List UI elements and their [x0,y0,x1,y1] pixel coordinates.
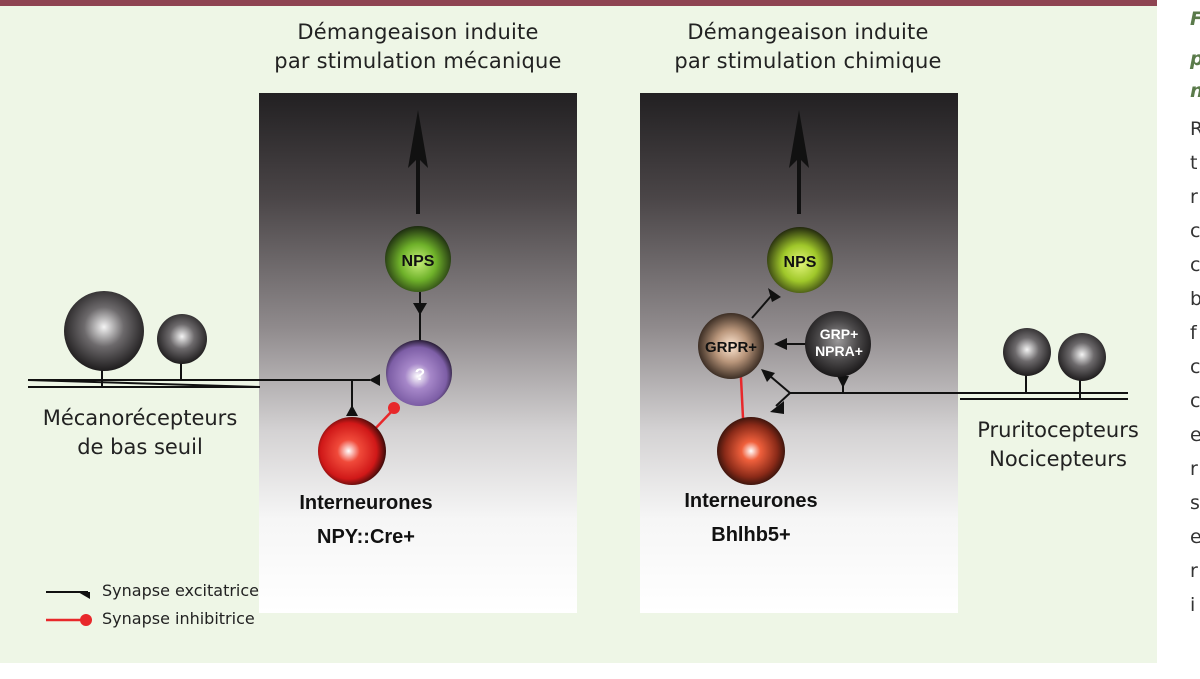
title-line-2: par stimulation chimique [674,49,942,73]
side-caption-line: i [1190,594,1196,616]
side-caption-line: c [1190,390,1200,412]
grp-label: GRP+ [820,326,859,342]
output-arrow-head [408,110,428,168]
output-arrow-head [789,110,809,168]
unknown-neuron [386,340,452,406]
pruritoceptor-label: Pruritocepteurs Nocicepteurs [958,416,1158,474]
side-caption-line: e [1190,424,1200,446]
grp-npra-neuron [805,311,871,377]
pruritoceptor-afferents [1003,328,1106,399]
inhibitory-synapse-icon [80,614,92,626]
label-line-2: Nocicepteurs [989,447,1127,471]
side-caption-line: n [1190,80,1200,102]
excitatory-synapse-icon [346,405,358,416]
label-line-2: NPY::Cre+ [317,526,415,548]
title-line-2: par stimulation mécanique [274,49,562,73]
legend-inhibitory-label: Synapse inhibitrice [102,609,255,628]
small-mechanoreceptor-soma [157,314,207,364]
excitatory-synapse-icon [413,303,427,315]
excitatory-synapse-icon [369,374,380,386]
npy-interneuron-label: Interneurones NPY::Cre+ [266,486,466,554]
excitatory-synapse-icon [837,376,849,388]
excitatory-synapse-icon [774,338,787,350]
label-line-1: Interneurones [299,492,433,514]
excitatory-synapse-icon [761,369,775,382]
excitatory-synapse-icon [78,585,90,599]
grpr-label: GRPR+ [705,339,757,356]
side-caption-line: r [1190,560,1198,582]
nps-label: NPS [402,253,435,270]
mechanical-itch-title: Démangeaison induite par stimulation méc… [238,18,598,76]
npy-cre-interneuron [318,417,386,485]
side-caption-line: c [1190,254,1200,276]
bhlhb5-interneuron-label: Interneurones Bhlhb5+ [666,484,836,552]
mechanoreceptor-label: Mécanorécepteurs de bas seuil [20,404,260,462]
label-line-1: Mécanorécepteurs [42,406,238,430]
side-caption-line: b [1190,288,1200,310]
inhibitory-synapse-icon [388,402,400,414]
afferent-fiber-lower [27,379,261,388]
chemical-pathway: NPS GRPR+ GRP+ NPRA+ [698,110,1128,485]
large-mechanoreceptor-soma [64,291,144,371]
chemical-itch-title: Démangeaison induite par stimulation chi… [628,18,988,76]
nps-neuron [385,226,451,292]
side-caption-line: c [1190,356,1200,378]
grpr-neuron [698,313,764,379]
pruritoceptor-soma [1003,328,1051,376]
bhlhb5-interneuron [717,417,785,485]
excitatory-synapse-icon [770,401,784,414]
label-line-1: Interneurones [684,490,818,512]
mechanical-pathway: NPS ? [318,110,452,485]
connector [751,294,773,319]
side-caption-line: t [1190,152,1198,174]
legend [46,585,92,626]
label-line-2: Bhlhb5+ [711,524,791,546]
side-caption-line: f [1190,322,1197,344]
side-caption-line: c [1190,220,1200,242]
unknown-label: ? [415,365,425,384]
connector [775,392,791,407]
title-line-1: Démangeaison induite [297,20,539,44]
nps-label: NPS [784,254,817,271]
connector [769,375,791,394]
side-caption-line: r [1190,458,1198,480]
excitatory-synapse-icon [768,288,781,302]
side-caption-line: p [1190,48,1200,70]
side-caption-line: s [1190,492,1200,514]
legend-excitatory-label: Synapse excitatrice [102,581,259,600]
nps-neuron [767,227,833,293]
title-line-1: Démangeaison induite [687,20,929,44]
npra-label: NPRA+ [815,343,863,359]
label-line-1: Pruritocepteurs [977,418,1139,442]
side-caption-line: R [1190,118,1200,140]
nociceptor-soma [1058,333,1106,381]
label-line-2: de bas seuil [77,435,203,459]
side-caption-line: F [1190,8,1200,30]
mechanoreceptor-afferents [27,291,370,388]
side-caption-line: e [1190,526,1200,548]
top-accent-bar [0,0,1157,6]
side-caption-line: r [1190,186,1198,208]
